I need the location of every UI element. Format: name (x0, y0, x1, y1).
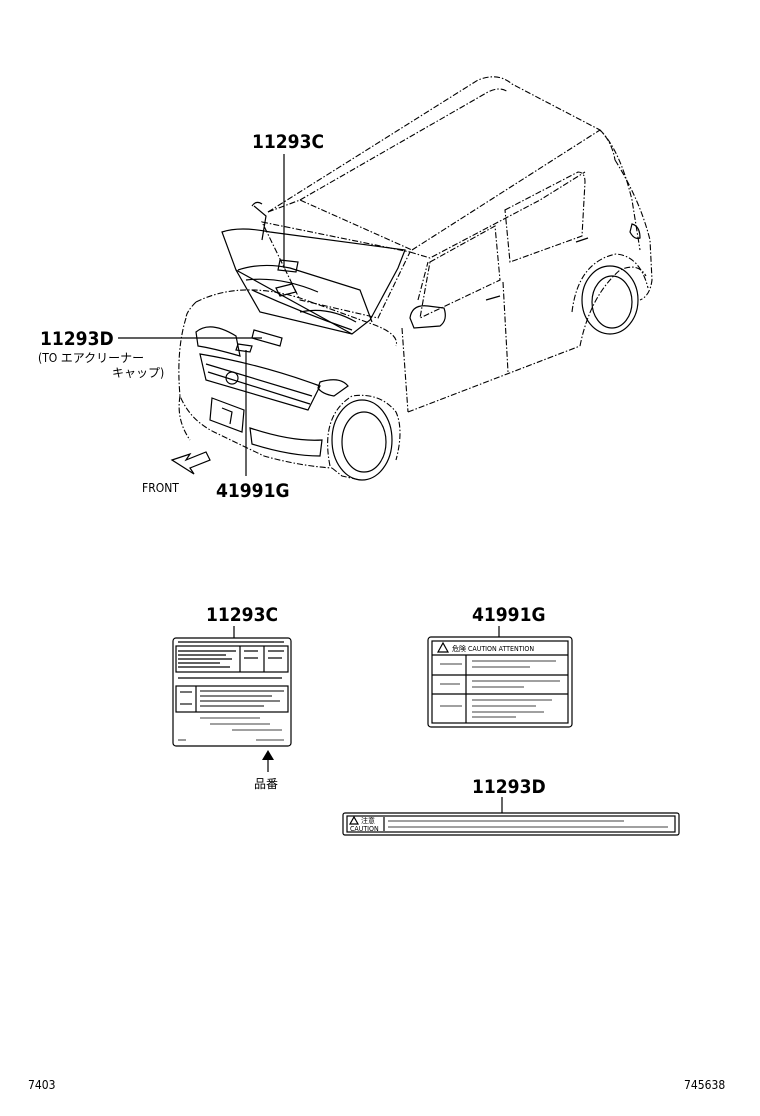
callout-41991g-label: 41991G (472, 604, 546, 626)
label-41991g-header: 危険 CAUTION ATTENTION (452, 644, 534, 653)
leader-lines (118, 154, 285, 476)
callout-11293d-car: 11293D (40, 328, 114, 350)
callout-11293d-label: 11293D (472, 776, 546, 798)
label-11293d-line1: 注意 (361, 816, 375, 825)
callout-11293c-car: 11293C (252, 131, 324, 153)
label-11293c: 11293C (172, 604, 292, 791)
label-41991g: 41991G 危険 CAUTION ATTENTION (427, 604, 573, 728)
callout-41991g-car: 41991G (216, 480, 290, 502)
callout-11293c-label: 11293C (206, 604, 278, 626)
car-illustration (178, 76, 653, 481)
front-label: FRONT (142, 481, 179, 495)
note-to-air-cleaner-line2: キャップ) (112, 366, 164, 380)
part-number-jp-label: 品番 (254, 777, 278, 791)
label-11293d: 11293D 注意 CAUTION (342, 776, 680, 836)
label-11293d-line2: CAUTION (350, 825, 379, 833)
footer-left-code: 7403 (28, 1078, 55, 1092)
footer-right-code: 745638 (684, 1078, 725, 1092)
front-arrow-icon (170, 451, 211, 475)
note-to-air-cleaner-line1: (TO エアクリーナー (38, 351, 144, 365)
